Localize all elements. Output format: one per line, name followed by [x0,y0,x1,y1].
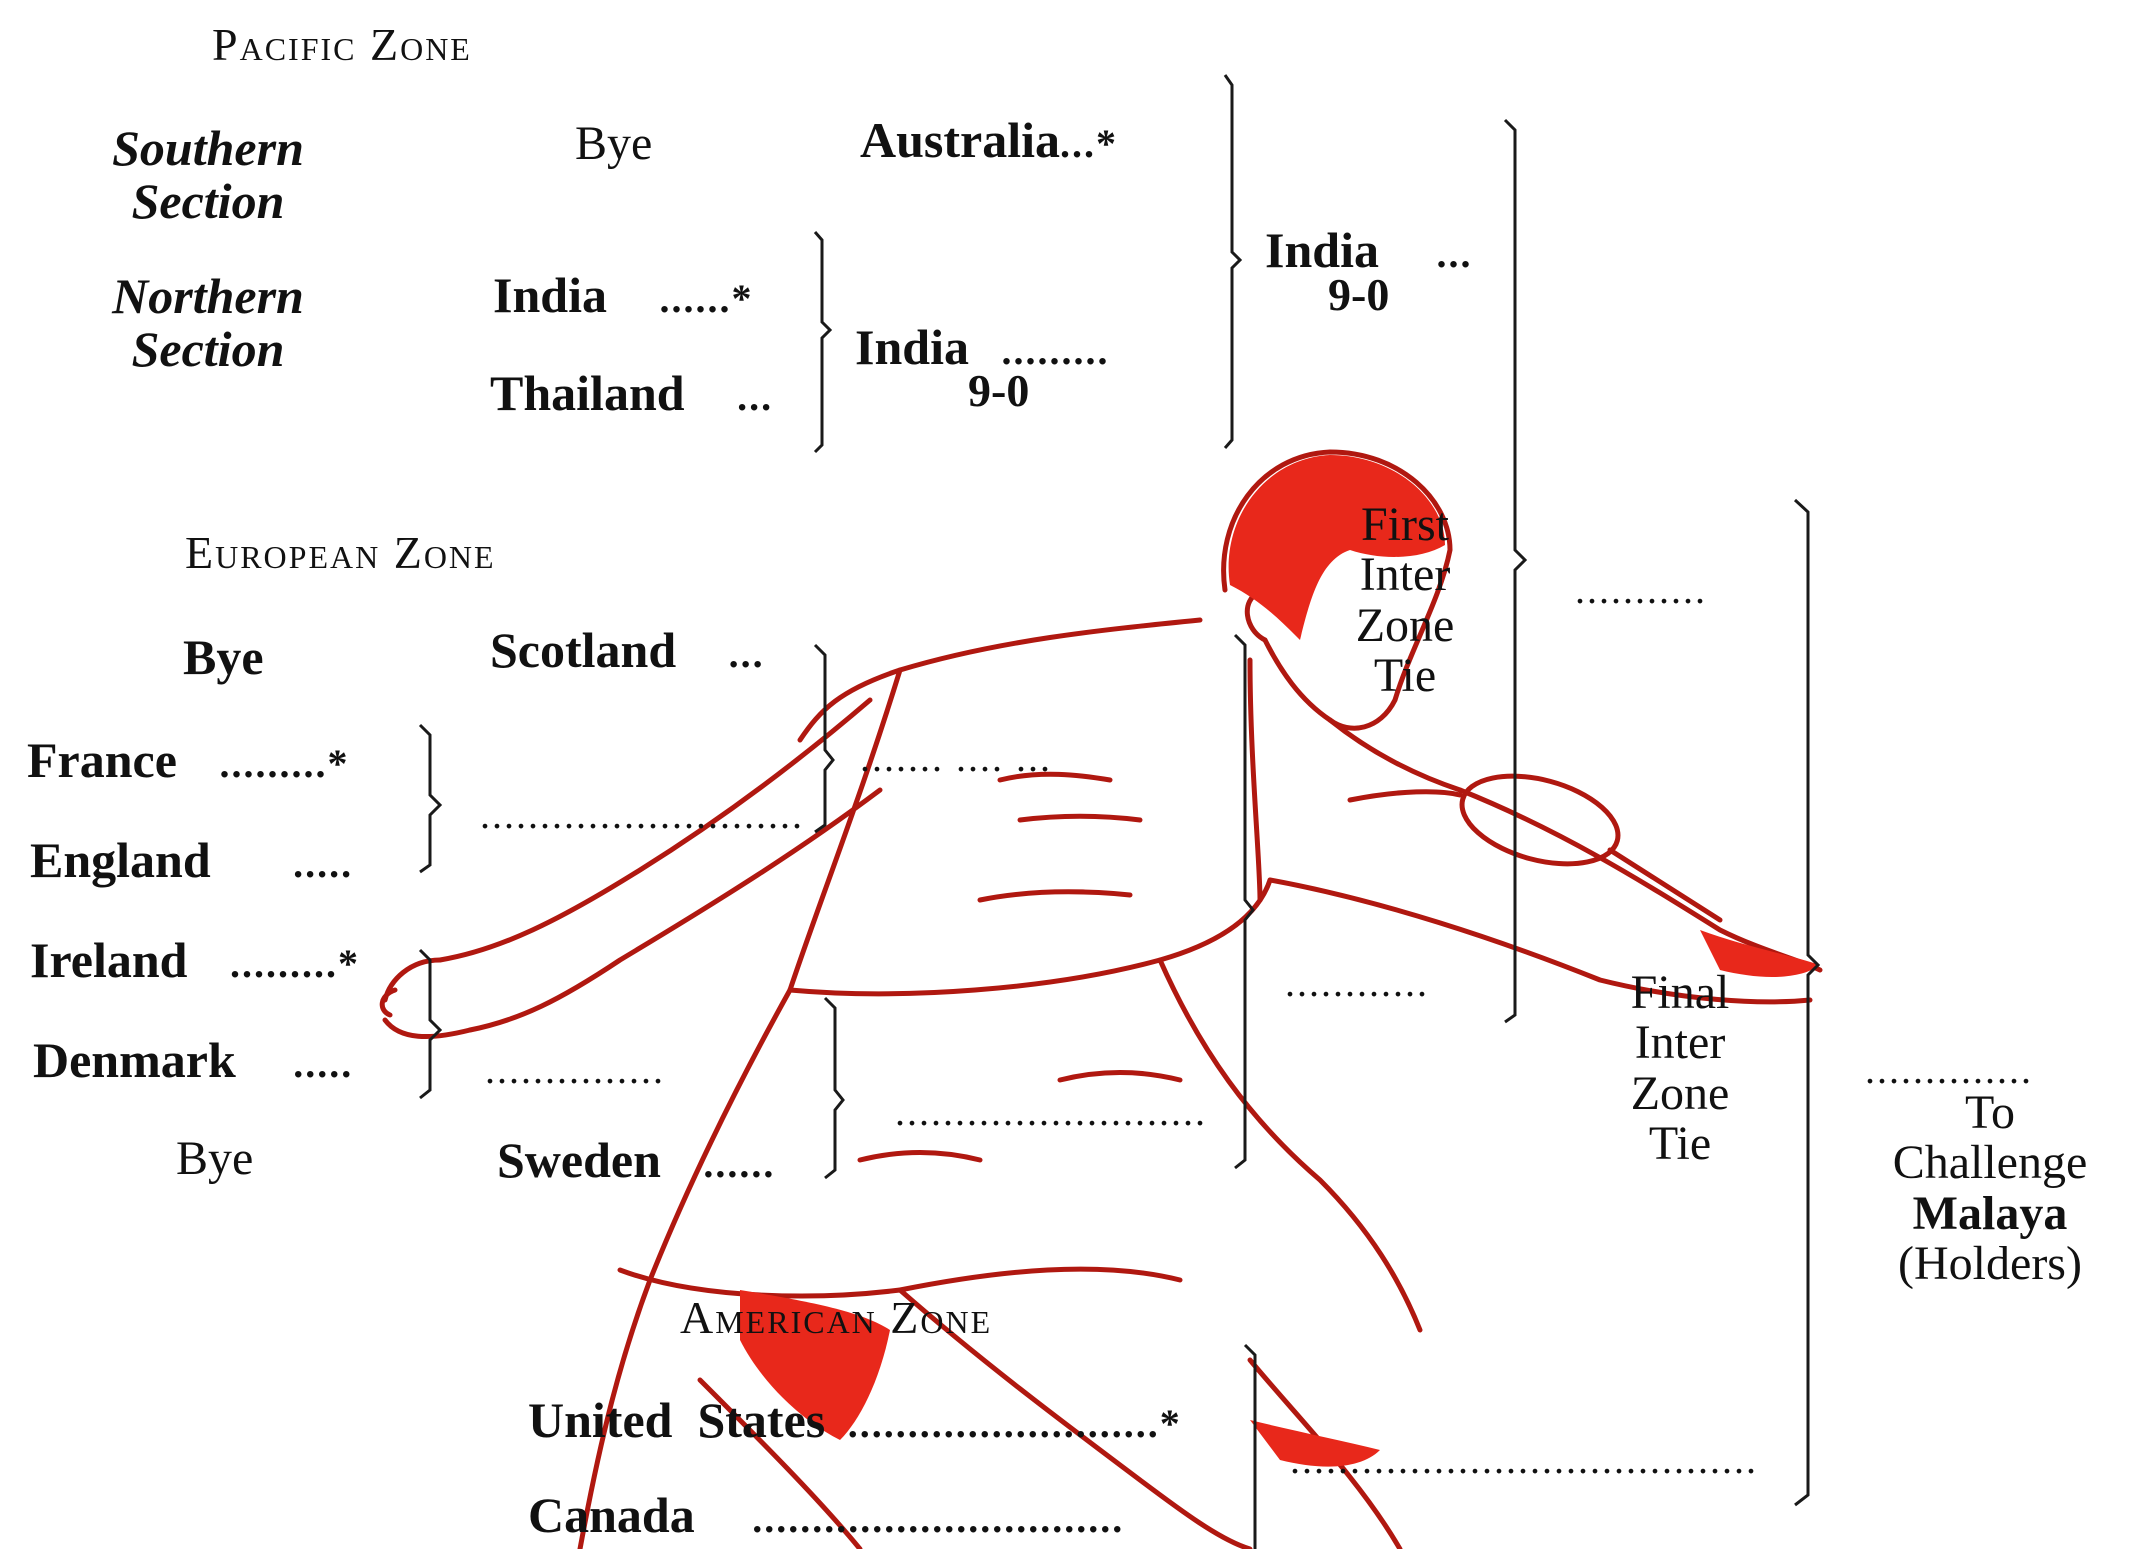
final-word-zone: Zone [1590,1069,1770,1119]
southern-word: Southern [98,122,318,175]
european-final-dots: ............ [1285,963,1429,1003]
australia-dots: ...* [1060,121,1118,166]
team-canada: Canada ............................... [528,1490,1124,1540]
team-france: France .........* [27,735,349,785]
pacific-zone-heading: Pacific Zone [212,22,472,68]
ireland-name: Ireland [30,932,187,988]
tie-word-inter: Inter [1315,550,1495,600]
challenge-holders: To Challenge Malaya (Holders) [1850,1088,2130,1290]
scotland-dots: ... [729,631,765,676]
team-england: England ..... [30,835,353,885]
sweden-dots: ...... [703,1141,775,1186]
canada-name: Canada [528,1487,695,1543]
northern-word: Northern [98,270,318,323]
thailand-name: Thailand [490,365,685,421]
challenge-dots: .............. [1865,1050,2033,1090]
challenge-word: Challenge [1850,1138,2130,1188]
first-inter-zone-winner-dots: ........... [1575,570,1707,610]
holders-label: (Holders) [1850,1239,2130,1289]
india-name: India [493,267,607,323]
section-word-2: Section [98,323,318,376]
southern-section-label: Southern Section [98,122,318,227]
tie-word-zone: Zone [1315,601,1495,651]
european-bye-top: Bye [183,632,264,682]
team-scotland: Scotland ... [490,625,765,675]
first-inter-zone-tie: First Inter Zone Tie [1315,500,1495,702]
scotland-fe-winner-dots: ....... .... ... [860,738,1052,778]
england-name: England [30,832,211,888]
thailand-dots: ... [737,374,773,419]
zone-winner-dots: ... [1436,231,1472,276]
india-dots: ......* [659,276,753,321]
team-denmark: Denmark ..... [33,1035,353,1085]
european-bye-bottom: Bye [176,1135,253,1183]
tie-word-tie: Tie [1315,651,1495,701]
american-winner-dots: ....................................... [1290,1440,1758,1480]
team-sweden: Sweden ...... [497,1135,775,1185]
northern-section-label: Northern Section [98,270,318,375]
team-thailand: Thailand ... [490,368,773,418]
tie-word-first: First [1315,500,1495,550]
section-word: Section [98,175,318,228]
north-score: 9-0 [968,368,1029,414]
france-england-winner-dots: ........................... [480,795,804,835]
ireland-dots: .........* [230,941,360,986]
ireland-denmark-winner-dots: ............... [485,1050,665,1090]
holder-malaya: Malaya [1850,1189,2130,1239]
canada-dots: ............................... [752,1496,1124,1541]
france-dots: .........* [219,741,349,786]
zone-score: 9-0 [1328,272,1389,318]
final-word-tie: Tie [1590,1119,1770,1169]
final-word-final: Final [1590,968,1770,1018]
france-name: France [27,732,177,788]
usa-dots: ..........................* [848,1401,1182,1446]
zone-winner-india: India ... [1265,225,1472,275]
scotland-name: Scotland [490,622,676,678]
north-winner-name: India [855,319,969,375]
european-zone-heading: European Zone [185,530,496,576]
team-ireland: Ireland .........* [30,935,360,985]
pacific-bye: Bye [575,120,652,168]
sweden-winner-dots: .......................... [895,1092,1207,1132]
final-inter-zone-tie: Final Inter Zone Tie [1590,968,1770,1170]
australia-name: Australia [860,112,1060,168]
denmark-dots: ..... [293,1041,353,1086]
denmark-name: Denmark [33,1032,236,1088]
team-india: India ......* [493,270,753,320]
team-australia: Australia...* [860,115,1118,165]
challenge-to: To [1850,1088,2130,1138]
usa-name: United States [528,1392,825,1448]
american-zone-heading: American Zone [680,1295,992,1341]
final-word-inter: Inter [1590,1018,1770,1068]
sweden-name: Sweden [497,1132,661,1188]
team-united-states: United States ..........................… [528,1395,1182,1445]
england-dots: ..... [293,841,353,886]
